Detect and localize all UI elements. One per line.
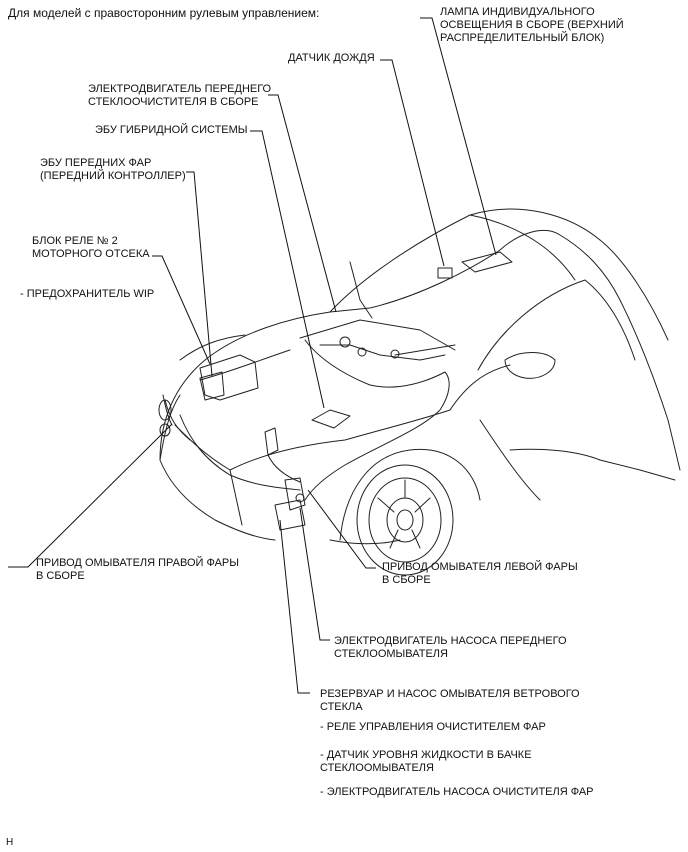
label-relay-block-line: БЛОК РЕЛЕ № 2 bbox=[32, 235, 118, 247]
label-cleaner-pump: - ЭЛЕКТРОДВИГАТЕЛЬ НАСОСА ОЧИСТИТЕЛЯ ФАР bbox=[320, 786, 594, 799]
label-reservoir: РЕЗЕРВУАР И НАСОС ОМЫВАТЕЛЯ ВЕТРОВОГО СТ… bbox=[320, 688, 580, 714]
label-wip-fuse: - ПРЕДОХРАНИТЕЛЬ WIP bbox=[20, 288, 154, 301]
label-rain-sensor: ДАТЧИК ДОЖДЯ bbox=[288, 52, 375, 65]
label-level-sensor-line: СТЕКЛООМЫВАТЕЛЯ bbox=[320, 762, 434, 774]
label-wiper-motor: ЭЛЕКТРОДВИГАТЕЛЬ ПЕРЕДНЕГО СТЕКЛООЧИСТИТ… bbox=[88, 83, 271, 109]
figure-code: H bbox=[6, 837, 14, 848]
label-pump-motor-line: СТЕКЛООМЫВАТЕЛЯ bbox=[334, 648, 448, 660]
label-cleaner-relay-line: - РЕЛЕ УПРАВЛЕНИЯ ОЧИСТИТЕЛЕМ ФАР bbox=[320, 721, 546, 733]
label-relay-block-line: МОТОРНОГО ОТСЕКА bbox=[32, 248, 150, 260]
label-level-sensor-line: - ДАТЧИК УРОВНЯ ЖИДКОСТИ В БАЧКЕ bbox=[320, 749, 532, 761]
washer-reservoir bbox=[264, 427, 306, 531]
leader-relay-block bbox=[152, 255, 211, 365]
relay-block-shape bbox=[199, 354, 259, 401]
label-headlamp-ecu-line: ЭБУ ПЕРЕДНИХ ФАР bbox=[40, 157, 152, 169]
front-wheel bbox=[339, 448, 481, 576]
leader-reservoir bbox=[279, 519, 310, 694]
side-mirror bbox=[477, 279, 636, 379]
leader-right-actuator bbox=[8, 423, 173, 568]
label-wiper-motor-line: ЭЛЕКТРОДВИГАТЕЛЬ ПЕРЕДНЕГО bbox=[88, 83, 272, 95]
label-left-actuator: ПРИВОД ОМЫВАТЕЛЯ ЛЕВОЙ ФАРЫ В СБОРЕ bbox=[382, 561, 578, 587]
label-headlamp-ecu-line: (ПЕРЕДНИЙ КОНТРОЛЛЕР) bbox=[40, 170, 186, 182]
label-left-actuator-line: ПРИВОД ОМЫВАТЕЛЯ ЛЕВОЙ ФАРЫ bbox=[382, 561, 578, 573]
label-rain-sensor-line: ДАТЧИК ДОЖДЯ bbox=[288, 52, 375, 64]
lamp-shape bbox=[461, 251, 513, 273]
label-right-actuator-line: ПРИВОД ОМЫВАТЕЛЯ ПРАВОЙ ФАРЫ bbox=[36, 557, 239, 569]
label-reservoir-line: СТЕКЛА bbox=[320, 701, 363, 713]
leader-headlamp-ecu bbox=[186, 171, 213, 377]
label-right-actuator: ПРИВОД ОМЫВАТЕЛЯ ПРАВОЙ ФАРЫ В СБОРЕ bbox=[36, 557, 239, 583]
page-heading: Для моделей с правосторонним рулевым упр… bbox=[8, 6, 320, 20]
leader-lamp bbox=[420, 17, 497, 256]
label-lamp-line: ОСВЕЩЕНИЯ В СБОРЕ (ВЕРХНИЙ bbox=[440, 19, 624, 31]
label-reservoir-line: РЕЗЕРВУАР И НАСОС ОМЫВАТЕЛЯ ВЕТРОВОГО bbox=[320, 688, 580, 700]
label-right-actuator-line: В СБОРЕ bbox=[36, 570, 85, 582]
leader-pump-motor bbox=[299, 507, 330, 641]
right-actuator-shape bbox=[158, 399, 172, 437]
label-relay-block: БЛОК РЕЛЕ № 2 МОТОРНОГО ОТСЕКА bbox=[32, 235, 150, 261]
leader-wiper-motor bbox=[268, 94, 337, 313]
label-lamp-line: ЛАМПА ИНДИВИДУАЛЬНОГО bbox=[440, 6, 595, 18]
leader-left-actuator bbox=[307, 489, 376, 569]
label-cleaner-relay: - РЕЛЕ УПРАВЛЕНИЯ ОЧИСТИТЕЛЕМ ФАР bbox=[320, 721, 546, 734]
headlamp-ecu-shape bbox=[199, 371, 225, 401]
label-pump-motor: ЭЛЕКТРОДВИГАТЕЛЬ НАСОСА ПЕРЕДНЕГО СТЕКЛО… bbox=[334, 635, 567, 661]
leader-hybrid-ecu bbox=[250, 130, 325, 409]
label-left-actuator-line: В СБОРЕ bbox=[382, 574, 431, 586]
label-hybrid-ecu-line: ЭБУ ГИБРИДНОЙ СИСТЕМЫ bbox=[95, 124, 248, 136]
label-lamp-line: РАСПРЕДЕЛИТЕЛЬНЫЙ БЛОК) bbox=[440, 32, 605, 44]
wiper-linkage bbox=[299, 261, 456, 361]
label-headlamp-ecu: ЭБУ ПЕРЕДНИХ ФАР (ПЕРЕДНИЙ КОНТРОЛЛЕР) bbox=[40, 157, 186, 183]
label-level-sensor: - ДАТЧИК УРОВНЯ ЖИДКОСТИ В БАЧКЕ СТЕКЛОО… bbox=[320, 749, 532, 775]
hybrid-ecu-shape bbox=[311, 409, 351, 429]
label-cleaner-pump-line: - ЭЛЕКТРОДВИГАТЕЛЬ НАСОСА ОЧИСТИТЕЛЯ ФАР bbox=[320, 786, 594, 798]
label-hybrid-ecu: ЭБУ ГИБРИДНОЙ СИСТЕМЫ bbox=[95, 124, 248, 137]
leader-rain-sensor bbox=[380, 59, 445, 267]
rain-sensor-shape bbox=[437, 267, 453, 279]
car-body-outline bbox=[159, 208, 681, 545]
washer-hose bbox=[164, 339, 450, 501]
label-lamp: ЛАМПА ИНДИВИДУАЛЬНОГО ОСВЕЩЕНИЯ В СБОРЕ … bbox=[440, 6, 624, 45]
label-pump-motor-line: ЭЛЕКТРОДВИГАТЕЛЬ НАСОСА ПЕРЕДНЕГО bbox=[334, 635, 567, 647]
label-wip-fuse-line: - ПРЕДОХРАНИТЕЛЬ WIP bbox=[20, 288, 155, 300]
label-wiper-motor-line: СТЕКЛООЧИСТИТЕЛЯ В СБОРЕ bbox=[88, 96, 259, 108]
